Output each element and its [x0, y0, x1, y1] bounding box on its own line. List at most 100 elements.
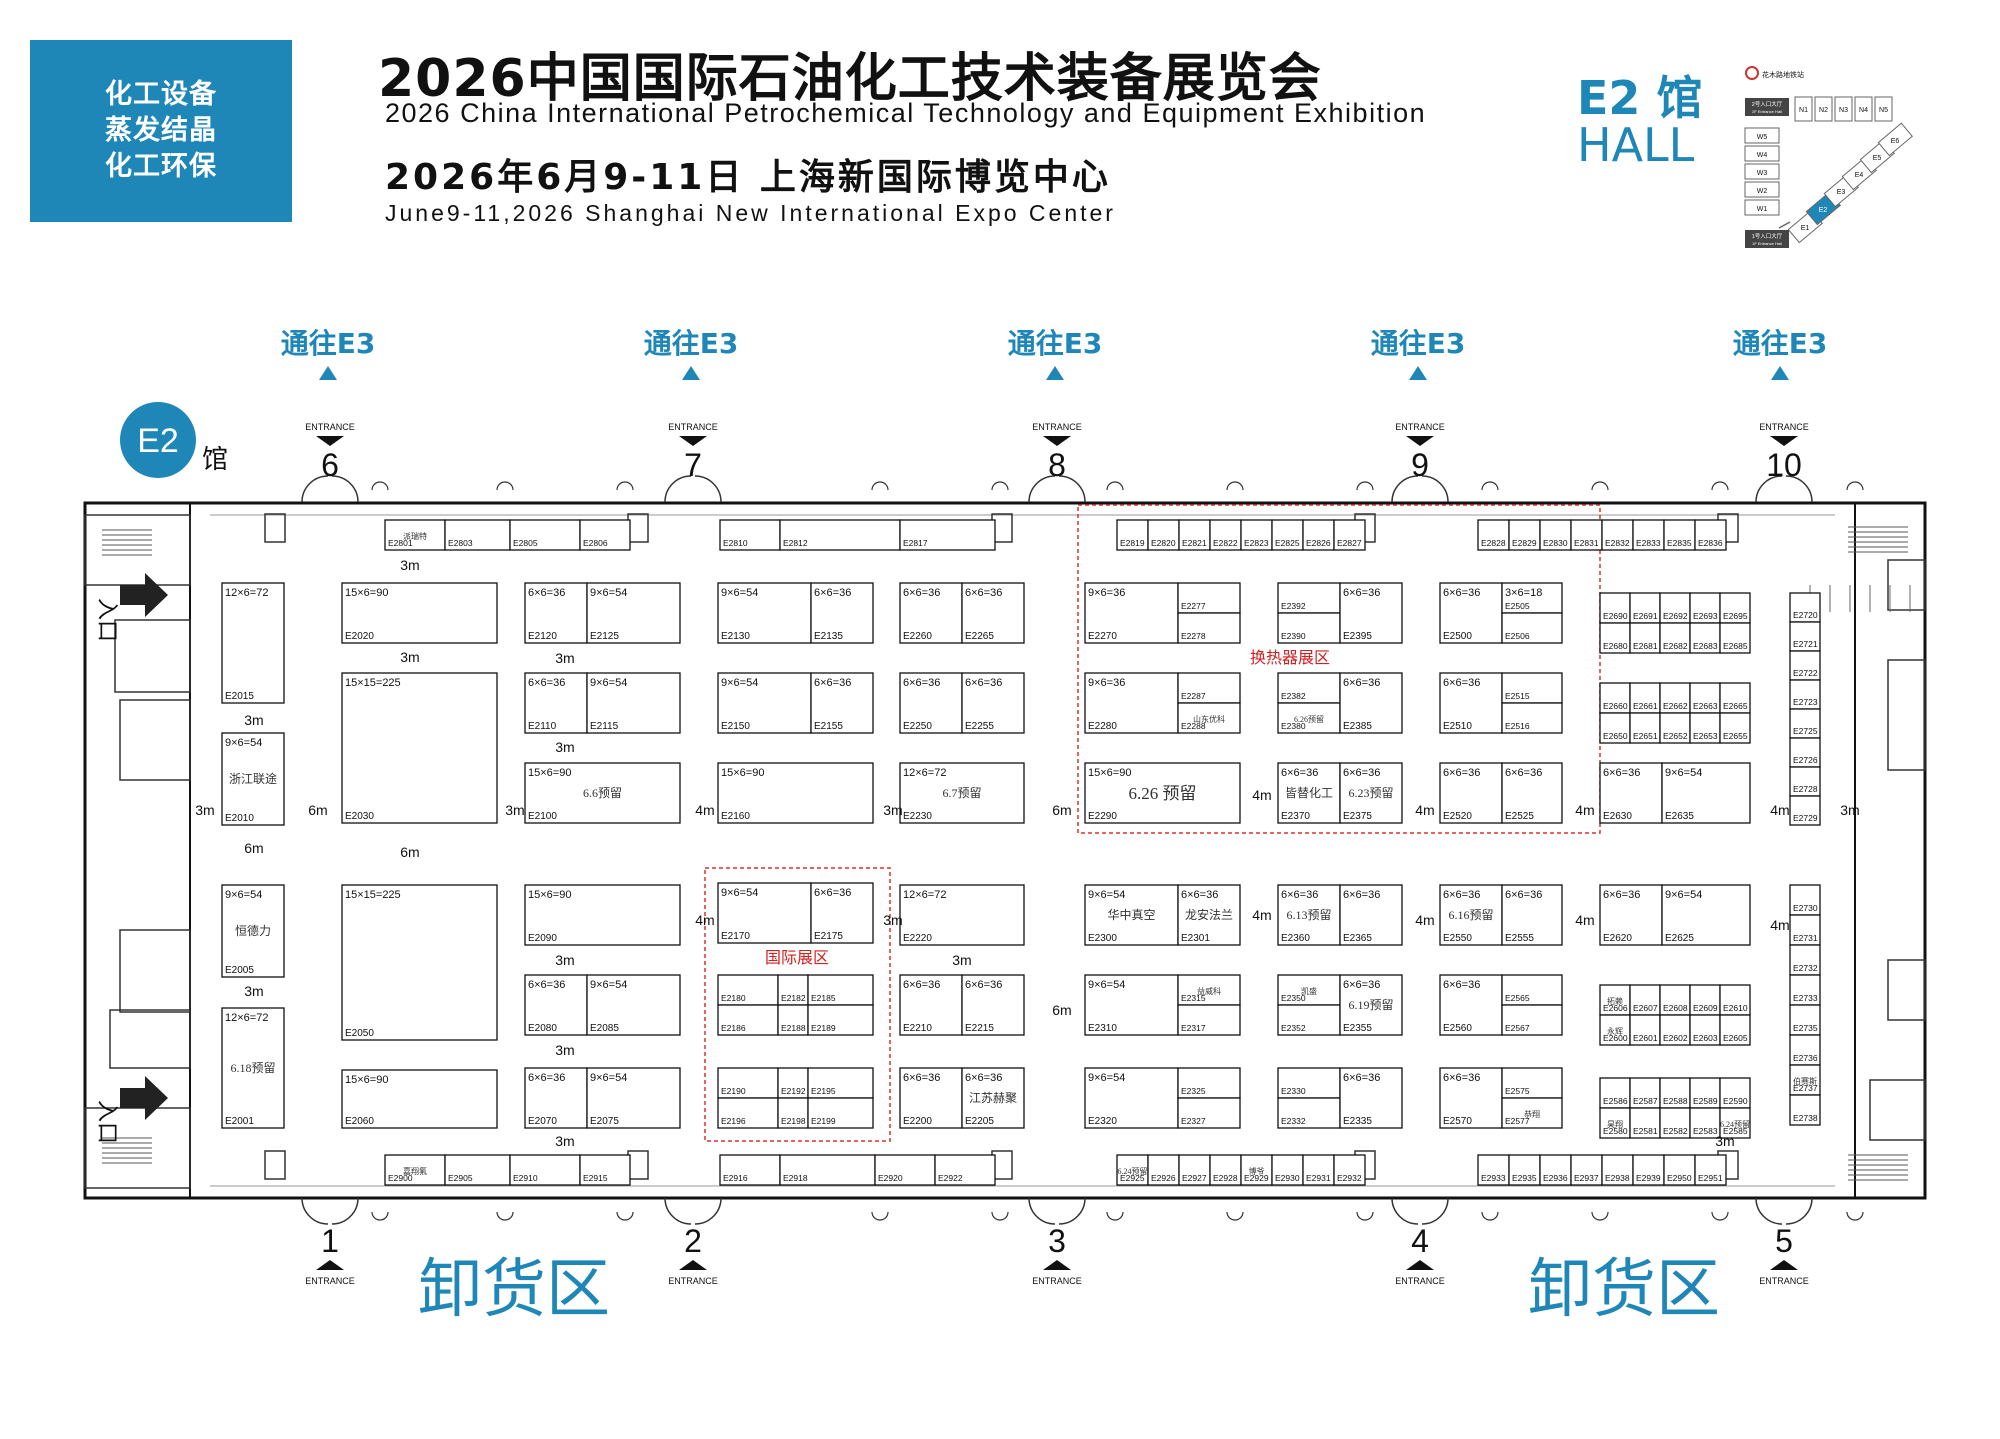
booth-layer: E201512×6=72E20109×6=54浙江联途E20059×6=54恒德…: [221, 519, 1821, 1186]
service-room: [1869, 1079, 1926, 1141]
booth-outline: [1629, 592, 1661, 624]
booth-number: E2736: [1793, 1053, 1818, 1063]
wall-door-icon: [371, 481, 389, 491]
booth-outline: [1601, 519, 1634, 551]
booth-outline: [1689, 592, 1721, 624]
entrance-door-icon: [301, 475, 359, 503]
goto-e3-4: 通往E3: [1348, 322, 1488, 380]
booth-number: E2150: [721, 721, 750, 732]
entrance-1f-label: 1号入口大厅: [1752, 232, 1783, 240]
booth-E2931: E2931: [1302, 1154, 1335, 1186]
booth-outline: [1789, 592, 1821, 623]
booth-exhibitor: 派瑞特: [403, 531, 427, 541]
booth-outline: [810, 672, 874, 734]
mini-hall-N1: [1794, 96, 1813, 122]
booth-outline: [1177, 702, 1241, 734]
booth-number: E2932: [1337, 1173, 1362, 1183]
booth-E2685: E2685: [1719, 622, 1751, 654]
booth-number: E2570: [1443, 1116, 1472, 1127]
booth-size: 6×6=36: [965, 587, 1002, 599]
aisle-width-label: 3m: [195, 802, 214, 818]
booth-outline: [524, 672, 588, 734]
booth-number: E2935: [1512, 1173, 1537, 1183]
booth-number: E2301: [1181, 933, 1210, 944]
booth-outline: [1240, 519, 1273, 551]
mini-hall-label: N2: [1819, 107, 1828, 114]
wall-door-icon: [1481, 1211, 1499, 1221]
booth-outline: [1659, 712, 1691, 744]
booth-outline: [961, 672, 1025, 734]
hall-label-en: HALL: [1577, 118, 1695, 172]
booth-E2199: E2199: [807, 1097, 874, 1129]
booth-number: E2515: [1505, 691, 1530, 701]
booth-E2938: E2938: [1601, 1154, 1634, 1186]
entrance-word: ENTRANCE: [1395, 1276, 1445, 1286]
booth-number: E2352: [1281, 1023, 1306, 1033]
booth-outline: [1178, 519, 1211, 551]
booth-size: 6×6=36: [1505, 889, 1542, 901]
booth-E2682: E2682: [1659, 622, 1691, 654]
booth-outline: [1084, 582, 1179, 644]
booth-size: 9×6=54: [721, 587, 758, 599]
booth-outline: [1501, 1097, 1563, 1129]
booth-number: E2080: [528, 1023, 557, 1034]
booth-E2725: E2725: [1789, 708, 1821, 739]
booth-E2691: E2691: [1629, 592, 1661, 624]
booth-outline: [586, 672, 681, 734]
aisle-width-label: 4m: [695, 802, 714, 818]
booth-number: E2662: [1663, 701, 1688, 711]
booth-number: E2652: [1663, 731, 1688, 741]
booth-number: E2620: [1603, 933, 1632, 944]
aisle-width-label: 4m: [1770, 802, 1789, 818]
mini-hall-W3: [1744, 163, 1780, 180]
entrance-down-arrow-icon: [1043, 436, 1071, 446]
mini-hall-label: N5: [1879, 107, 1888, 114]
wall-door-icon: [871, 481, 889, 491]
entrance-door-icon: [301, 1197, 359, 1225]
booth-exhibitor: 益威科: [1197, 986, 1221, 996]
booth-size: 6×6=36: [1443, 767, 1480, 779]
booth-size: 6×6=36: [1343, 677, 1380, 689]
booth-outline: [717, 882, 812, 944]
booth-number: E2625: [1665, 933, 1694, 944]
booth-outline: [1629, 622, 1661, 654]
booth-number: E2330: [1281, 1086, 1306, 1096]
booth-number: E2565: [1505, 993, 1530, 1003]
heat-exchanger-zone-label: 换热器展区: [1250, 649, 1330, 667]
booth-E2588: E2588: [1659, 1077, 1691, 1109]
booth-outline: [1439, 672, 1503, 734]
service-room: [1887, 659, 1926, 771]
booth-number: E2826: [1306, 538, 1331, 548]
booth-number: E2812: [783, 538, 808, 548]
mini-hall-W5: [1744, 127, 1780, 144]
booth-outline: [384, 1154, 446, 1186]
booth-outline: [1632, 519, 1665, 551]
booth-E2332: E2332: [1277, 1097, 1341, 1129]
wall-door-icon: [991, 1211, 1009, 1221]
booth-number: E2820: [1151, 538, 1176, 548]
booth-number: E2085: [590, 1023, 619, 1034]
service-room: [1887, 959, 1926, 1021]
booth-number: E2655: [1723, 731, 1748, 741]
booth-E2188: E2188: [777, 1004, 809, 1036]
booth-E2382: E2382: [1277, 672, 1341, 704]
booth-outline: [961, 1067, 1025, 1129]
badge-line-1: 化工设备: [105, 79, 217, 110]
booth-E2655: E2655: [1719, 712, 1751, 744]
entrance-up-arrow-icon: [316, 1260, 344, 1270]
booth-outline: [899, 1067, 963, 1129]
booth-E2728: E2728: [1789, 766, 1821, 797]
booth-size: 9×6=54: [225, 737, 262, 749]
booth-outline: [341, 672, 498, 824]
entrance-word: ENTRANCE: [668, 1276, 718, 1286]
booth-number: E2317: [1181, 1023, 1206, 1033]
